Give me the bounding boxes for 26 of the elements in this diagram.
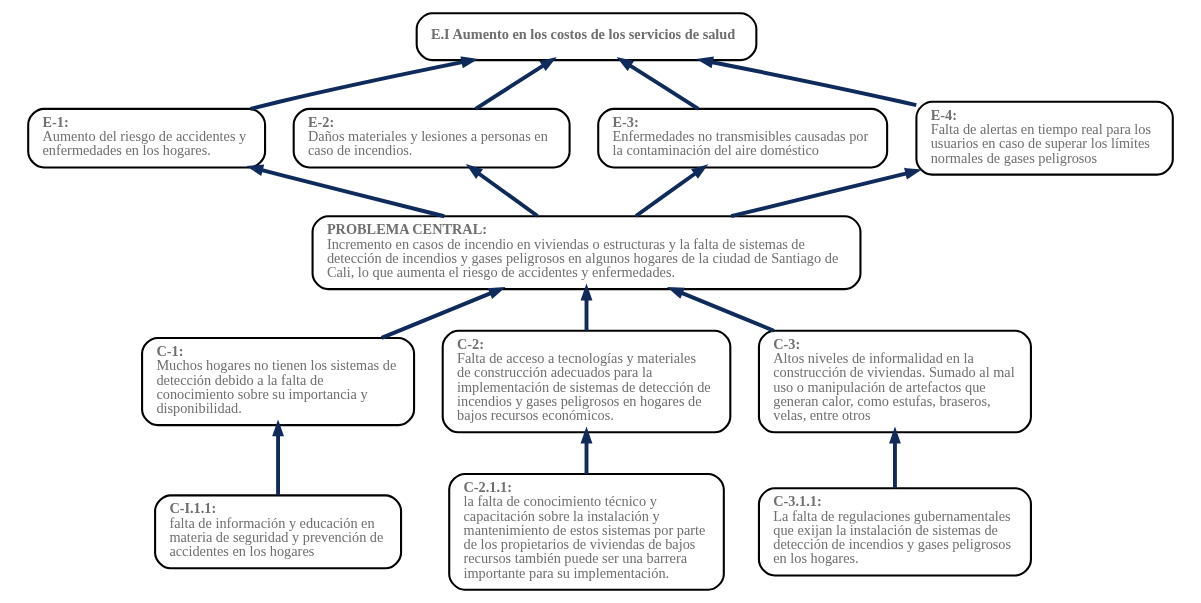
arrow (272, 419, 284, 496)
node-box: C-2: Falta de acceso a tecnologías y materiales de construcción adecuados para la implementación de sistemas de detección de incendios y gases peligrosos en hogares de bajos recursos económicos. (441, 329, 732, 434)
node-box: E-2: Daños materiales y lesiones a personas en caso de incendios. (292, 107, 571, 169)
arrow (380, 287, 506, 340)
node-box: C-I.1.1: falta de información y educación en materia de seguridad y prevención de accidentes en los hogares (154, 494, 403, 570)
arrow (634, 164, 709, 218)
arrow (580, 426, 593, 474)
arrow (465, 164, 539, 218)
node-box: C-2.1.1: la falta de conocimiento técnico y capacitación sobre la instalación y mantenimiento de estos sistemas por parte de los propietarios de viviendas de bajos recursos también puede ser una barrera importante para su implementación. (448, 472, 725, 591)
arrow (666, 286, 775, 333)
arrow (889, 426, 901, 489)
arrow (616, 56, 700, 111)
node-box: E-3: Enfermedades no transmisibles causadas por la contaminación del aire doméstico (597, 107, 889, 169)
node-box: E-1: Aumento del riesgo de accidentes y enfermedades en los hogares. (27, 107, 267, 169)
node-box: E-4: Falta de alertas en tiempo real para los usuarios en caso de superar los límites normales de gases peligrosos (915, 100, 1174, 176)
arrow (474, 56, 557, 111)
node-box: C-3: Altos niveles de informalidad en la construcción de viviendas. Sumado al mal uso o manipulación de artefactos que generan calor, como estufas, braseros, velas, entre otros (757, 329, 1032, 434)
arrow (246, 164, 445, 219)
node-box: C-3.1.1: La falta de regulaciones gubernamentales que exijan la instalación de sistemas de detección de incendios y gases peligrosos en los hogares. (757, 487, 1032, 577)
node-box: PROBLEMA CENTRAL: Incremento en casos de incendio en viviendas o estructuras y la falta de sistemas de detección de incendios y gases peligrosos en algunos hogares de la ciudad de Santiago de Cali, lo que aumenta el riesgo de accidentes y enfermedades. (311, 215, 862, 291)
arrow (580, 283, 593, 331)
arrow (696, 56, 917, 107)
node-box: C-1: Muchos hogares no tienen los sistemas de detección debido a la falta de conocimiento sobre su importancia y disponibilidad. (141, 336, 416, 427)
arrow (250, 56, 479, 111)
node-box: E.I Aumento en los costos de los servicios de salud (415, 12, 758, 62)
arrow (730, 167, 922, 219)
